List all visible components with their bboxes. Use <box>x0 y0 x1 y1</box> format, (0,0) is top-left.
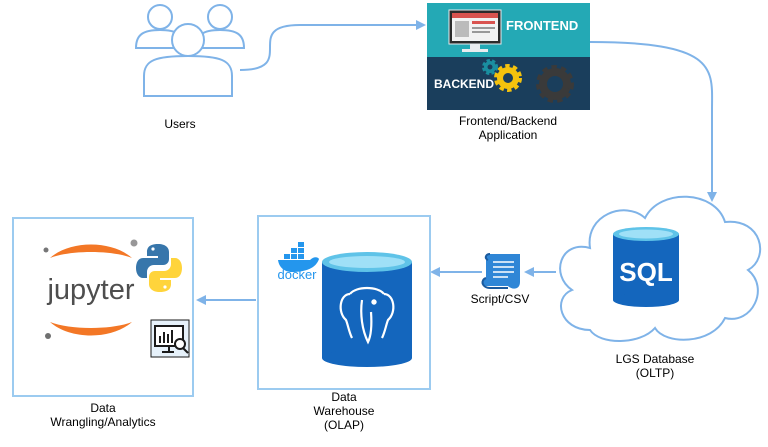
lgs-db-label: LGS Database (OLTP) <box>600 352 710 380</box>
docker-icon <box>278 242 319 272</box>
warehouse-label-line1: Data <box>331 390 357 404</box>
warehouse-label-line2: Warehouse <box>313 404 375 418</box>
script-label: Script/CSV <box>470 292 530 306</box>
sql-text: SQL <box>619 257 673 287</box>
docker-text: docker <box>277 267 317 282</box>
app-label-line1: Frontend/Backend <box>458 114 558 128</box>
users-icon <box>134 4 246 97</box>
elephant-icon <box>339 286 395 345</box>
python-icon <box>136 244 182 292</box>
lgs-db-label-line1: LGS Database <box>615 352 695 366</box>
analytics-monitor-icon <box>150 319 190 358</box>
jupyter-text: jupyter <box>47 274 135 306</box>
connectors <box>196 20 717 305</box>
script-scroll-icon <box>481 253 520 289</box>
frontend-text: FRONTEND <box>506 18 579 33</box>
warehouse-label: Data Warehouse (OLAP) <box>294 390 394 432</box>
analytics-box <box>12 217 194 397</box>
analytics-label-line1: Data <box>90 401 116 415</box>
analytics-label: Data Wrangling/Analytics <box>30 401 176 429</box>
analytics-label-line2: Wrangling/Analytics <box>50 415 156 429</box>
edge-users-to-app <box>239 20 426 71</box>
sql-database-icon <box>613 227 679 307</box>
warehouse-label-line3: (OLAP) <box>323 418 364 432</box>
edge-app-to-db <box>589 41 717 202</box>
jupyter-logo <box>43 239 138 339</box>
users-label: Users <box>164 117 196 131</box>
gears-icon <box>482 59 574 103</box>
app-label: Frontend/Backend Application <box>428 114 588 142</box>
lgs-db-label-line2: (OLTP) <box>635 366 675 380</box>
app-label-line2: Application <box>478 128 538 142</box>
backend-text: BACKEND <box>434 77 494 91</box>
app-graphic <box>427 3 590 110</box>
postgres-database-icon <box>322 252 412 367</box>
